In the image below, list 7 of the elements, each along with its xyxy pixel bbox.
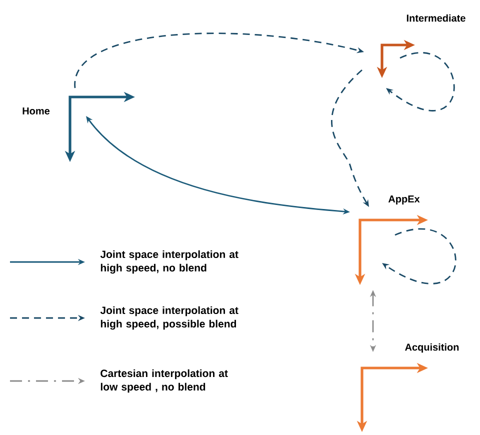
frame-label: Home — [22, 108, 50, 114]
frame-label: Acquisition — [405, 343, 459, 353]
legend-text: Cartesian interpolation at low speed , no blend — [100, 369, 228, 393]
frame-label: Intermediate — [406, 14, 466, 22]
legend-text: Joint space interpolation at high speed, possible blend — [100, 306, 238, 330]
legend-text: Joint space interpolation at high speed, no blend — [100, 250, 238, 274]
frame-label: AppEx — [388, 196, 420, 204]
